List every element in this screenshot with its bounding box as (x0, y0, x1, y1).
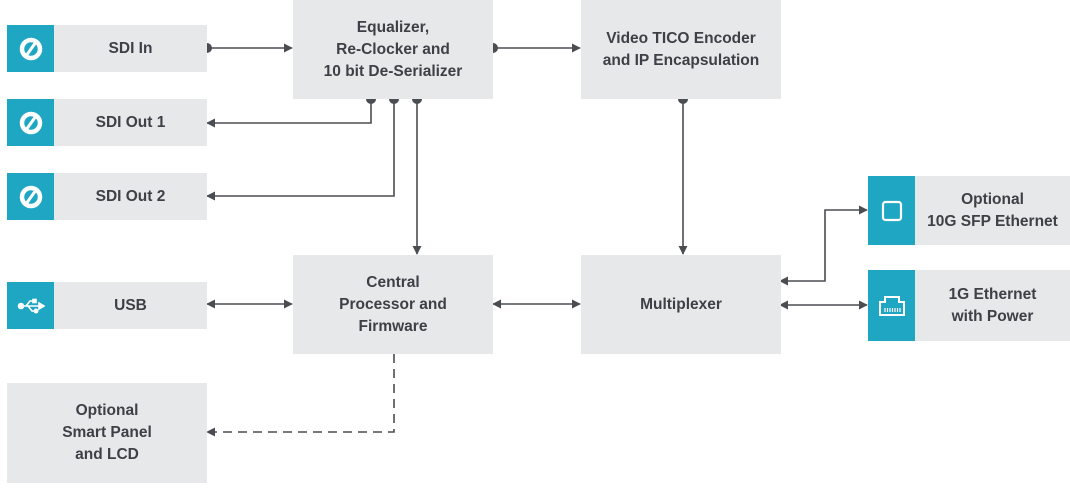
multiplexer-label: Multiplexer (640, 295, 722, 313)
smart-panel-label-line-1: Optional (75, 402, 139, 419)
processor-label-line-3: Firmware (358, 317, 428, 335)
wire-processor-to-smart-panel (206, 354, 395, 437)
optional-smart-panel-block: Optional Smart Panel and LCD (7, 383, 207, 483)
multiplexer-block: Multiplexer (581, 255, 781, 354)
sdi-connector-icon (7, 99, 54, 146)
usb-label: USB (114, 296, 147, 314)
sfp-port-icon (868, 176, 915, 245)
ethernet-port: 1G Ethernet with Power (868, 270, 1070, 341)
ethernet-port-icon (868, 270, 915, 341)
equalizer-label-line-2: Re-Clocker and (336, 40, 450, 58)
smart-panel-label-line-2: Smart Panel (62, 424, 152, 441)
sdi-out-2-label: SDI Out 2 (95, 187, 166, 205)
sdi-out-1-label: SDI Out 1 (95, 113, 166, 131)
processor-label-line-1: Central (366, 273, 420, 291)
processor-block: Central Processor and Firmware (293, 255, 493, 354)
processor-label-line-2: Processor and (339, 295, 447, 313)
sfp-label-line-2: 10G SFP Ethernet (927, 212, 1058, 230)
equalizer-label-line-3: 10 bit De-Serializer (323, 62, 463, 80)
ethernet-label-line-2: with Power (951, 307, 1034, 325)
sdi-connector-icon (7, 25, 54, 72)
sfp-port: Optional 10G SFP Ethernet (868, 176, 1070, 245)
equalizer-block: Equalizer, Re-Clocker and 10 bit De-Seri… (293, 0, 493, 99)
sdi-out-1-port: SDI Out 1 (7, 99, 207, 146)
usb-port: USB (7, 282, 207, 329)
wire-equalizer-to-sdi-out-1 (206, 99, 372, 128)
sdi-out-2-port: SDI Out 2 (7, 173, 207, 220)
equalizer-label-line-1: Equalizer, (356, 18, 430, 36)
smart-panel-label-line-3: and LCD (75, 446, 139, 463)
wire-multiplexer-sfp (779, 205, 868, 286)
wire-equalizer-to-sdi-out-2 (206, 99, 395, 201)
usb-icon (7, 282, 54, 329)
sfp-label-line-1: Optional (961, 190, 1024, 208)
encoder-label-line-1: Video TICO Encoder (606, 29, 756, 47)
sdi-in-label: SDI In (108, 39, 153, 57)
sdi-in-port: SDI In (7, 25, 207, 72)
ethernet-label-line-1: 1G Ethernet (948, 285, 1037, 303)
encoder-block: Video TICO Encoder and IP Encapsulation (581, 0, 781, 99)
encoder-label-line-2: and IP Encapsulation (602, 51, 760, 69)
sdi-connector-icon (7, 173, 54, 220)
